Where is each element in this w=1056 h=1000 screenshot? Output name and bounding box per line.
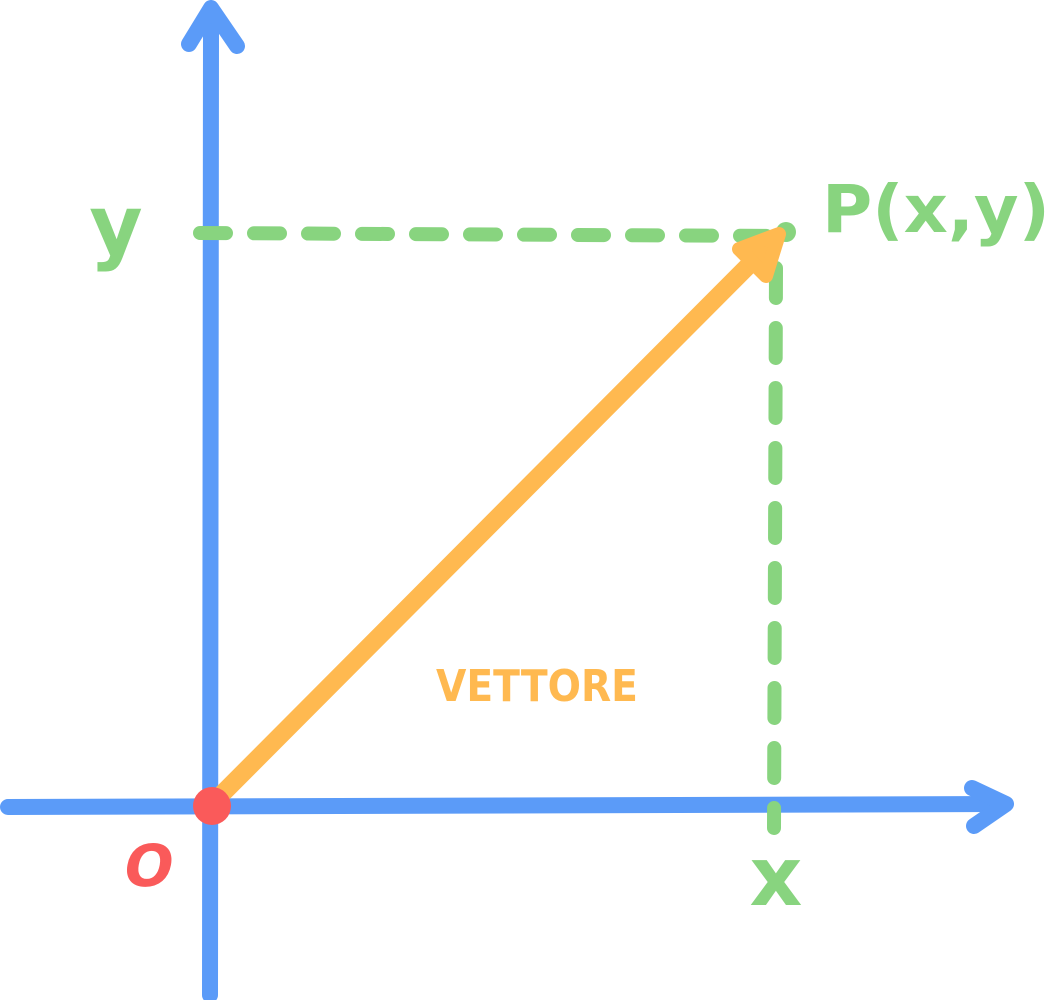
vector-shaft xyxy=(205,253,761,811)
origin-dot xyxy=(193,787,231,825)
x-axis-arrowhead xyxy=(964,780,1014,834)
y-axis xyxy=(181,0,245,1000)
vector-arrowhead xyxy=(732,227,786,283)
x-axis xyxy=(0,780,1014,834)
x-tick-label: x xyxy=(750,830,803,925)
y-axis-line xyxy=(202,20,219,1000)
vector-label: VETTORE xyxy=(436,661,638,712)
origin-label: O xyxy=(118,832,179,899)
position-vector xyxy=(205,227,786,811)
point-p-label: P(x,y) xyxy=(822,171,1050,248)
y-tick-label: y xyxy=(89,179,142,274)
horizontal-guide-line xyxy=(193,226,789,243)
vertical-guide-line xyxy=(767,261,783,835)
x-axis-line xyxy=(0,796,1008,815)
y-axis-arrowhead xyxy=(181,0,245,54)
